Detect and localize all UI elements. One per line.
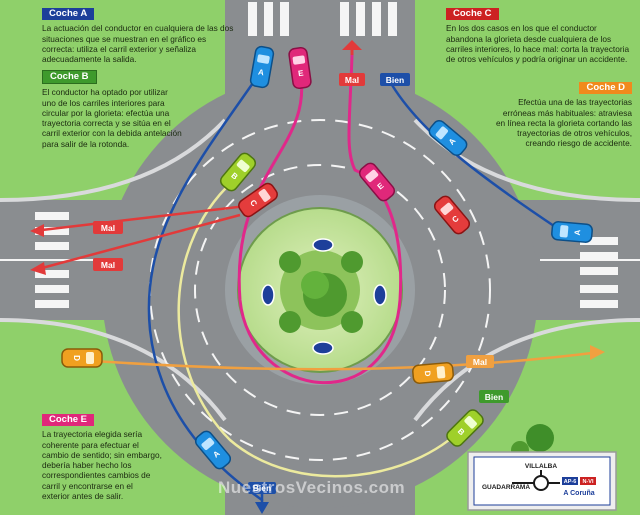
bien-arrows: Bien Bien Bien [248,73,509,514]
tree-icon [279,311,301,333]
car-e-top: E [288,46,312,90]
car-b-top: B [219,152,257,192]
car-a-far-right: A [551,221,593,243]
tree-icon [279,251,301,273]
text-coche-c: En los dos casos en los que el conductor… [446,23,630,65]
text-coche-d: Efectúa una de las trayectorias erróneas… [495,97,632,149]
tree-icon [341,251,363,273]
svg-text:A: A [211,449,221,460]
tag-coche-d: Coche D [579,82,632,95]
car-d-right: D [412,362,454,384]
svg-text:N-VI: N-VI [583,479,594,485]
tree-icon [526,424,554,452]
svg-text:C: C [248,198,259,208]
car-e-mid: E [358,162,396,202]
svg-text:E: E [376,181,386,192]
bien-label: Bien [386,75,404,85]
svg-text:B: B [229,171,239,182]
tag-coche-b: Coche B [42,70,97,85]
svg-text:GUADARRAMA: GUADARRAMA [482,484,530,491]
text-coche-b: El conductor ha optado por utilizar uno … [42,87,182,149]
watermark: NuestrosVecinos.com [218,478,406,497]
cars: A E B C E A [61,45,593,470]
svg-text:E: E [297,69,304,79]
car-c-left: C [238,182,278,218]
svg-text:AP-6: AP-6 [564,479,577,485]
panel-coche-c: Coche C En los dos casos en los que el c… [446,8,634,64]
direction-sign-icon [312,238,334,252]
road-sign: VILLALBA GUADARRAMA AP-6 N-VI A Coruña [467,451,617,511]
svg-text:A: A [447,136,458,146]
svg-text:C: C [450,214,460,225]
bien-label: Bien [253,483,271,493]
tag-coche-e: Coche E [42,414,95,427]
car-c-right: C [433,195,471,235]
car-b-bottom: B [446,409,484,447]
zebra-crossings [35,2,618,308]
mal-arrows: Mal Mal Mal Mal [30,40,605,368]
path-coche-e [237,53,403,384]
direction-sign-icon [373,284,387,306]
text-coche-a: La actuación del conductor en cualquiera… [42,23,234,65]
panel-coche-b: Coche B El conductor ha optado por utili… [42,70,182,149]
direction-sign-icon [312,341,334,355]
car-a-top: A [249,45,275,89]
mal-label: Mal [473,357,487,367]
bien-label: Bien [485,392,503,402]
mal-label: Mal [345,75,359,85]
tree-icon [341,311,363,333]
car-a-right-top: A [428,119,468,157]
svg-text:A Coruña: A Coruña [563,490,594,497]
mal-label: Mal [101,223,115,233]
panel-coche-d: Coche D Efectúa una de las trayectorias … [492,82,632,149]
svg-text:D: D [423,370,432,377]
mal-label: Mal [101,260,115,270]
car-d-left: D [61,348,103,368]
car-a-bottom: A [194,430,232,470]
center-island [225,195,415,385]
svg-text:A: A [573,229,582,236]
svg-text:VILLALBA: VILLALBA [525,463,557,470]
tag-coche-a: Coche A [42,8,95,21]
direction-sign-icon [261,284,275,306]
path-coche-b [177,173,472,478]
svg-text:D: D [72,355,81,361]
svg-text:A: A [257,67,264,77]
tag-coche-c: Coche C [446,8,499,21]
panel-coche-a: Coche A La actuación del conductor en cu… [42,8,238,64]
text-coche-e: La trayectoria elegida sería coherente p… [42,429,162,502]
path-coche-d [78,350,602,371]
panel-coche-e: Coche E La trayectoria elegida sería coh… [42,414,162,501]
svg-text:B: B [456,427,467,438]
